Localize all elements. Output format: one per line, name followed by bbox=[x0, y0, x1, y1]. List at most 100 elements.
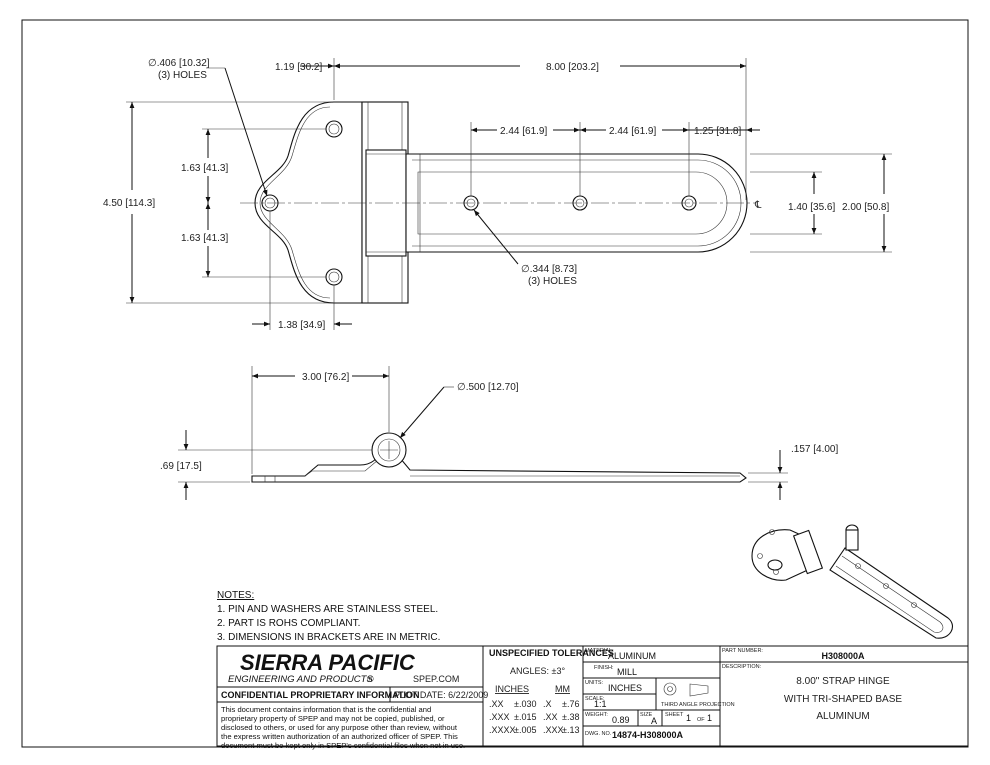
tol-row-2-mm-key: .XX bbox=[543, 712, 558, 722]
description-line-2: WITH TRI-SHAPED BASE bbox=[784, 694, 902, 705]
svg-text:2.44 [61.9]: 2.44 [61.9] bbox=[500, 126, 548, 137]
projection-label: THIRD ANGLE PROJECTION bbox=[661, 702, 735, 708]
company-sub: ENGINEERING AND PRODUCTS bbox=[228, 674, 373, 685]
size-value: A bbox=[651, 716, 657, 726]
dim-2-00: 2.00 bbox=[842, 202, 862, 213]
svg-text:∅.344 [8.73]: ∅.344 [8.73] bbox=[521, 264, 577, 275]
sheet-label: SHEET bbox=[665, 712, 684, 718]
dim-2-44-a: 2.44 bbox=[500, 126, 520, 137]
dim-4-50: 4.50 bbox=[103, 198, 123, 209]
conf-line-2: proprietary property of SPEP and may not… bbox=[221, 714, 445, 723]
scale-label: SCALE: bbox=[585, 696, 605, 702]
dim-3-00-mm: 76.2 bbox=[327, 372, 347, 383]
confidential-title: CONFIDENTIAL PROPRIETARY INFORMATION bbox=[221, 690, 420, 700]
tol-row-3-in-val: ±.005 bbox=[514, 725, 536, 735]
hole-small-dia: ∅.344 bbox=[521, 264, 550, 275]
finish-value: MILL bbox=[617, 667, 637, 677]
dim-2-44-b: 2.44 bbox=[609, 126, 629, 137]
conf-line-5: document must be kept only in SPEP's con… bbox=[221, 741, 465, 750]
dim-8-00-mm: 203.2 bbox=[571, 62, 596, 73]
svg-text:1.19 [30.2]: 1.19 [30.2] bbox=[275, 62, 323, 73]
base-hole-bottom bbox=[325, 268, 343, 286]
tol-row-2-mm-val: ±.38 bbox=[562, 712, 579, 722]
conf-line-3: disclosed to others, or used for any pur… bbox=[221, 723, 458, 732]
description-line-3: ALUMINUM bbox=[816, 711, 869, 722]
of-label: OF bbox=[697, 717, 705, 723]
pin-dia: ∅.500 bbox=[457, 382, 486, 393]
svg-text:∅.500 [12.70]: ∅.500 [12.70] bbox=[457, 382, 519, 393]
svg-text:4.50 [114.3]: 4.50 [114.3] bbox=[103, 198, 155, 209]
material-label: MATERIAL: bbox=[585, 648, 614, 654]
part-number-label: PART NUMBER: bbox=[722, 648, 763, 654]
svg-text:2.44 [61.9]: 2.44 [61.9] bbox=[609, 126, 657, 137]
weight-label: WEIGHT: bbox=[585, 712, 608, 718]
size-label: SIZE bbox=[640, 712, 653, 718]
isometric-view bbox=[751, 524, 953, 639]
third-angle-projection-icon bbox=[663, 682, 709, 697]
company-name: SIERRA PACIFIC bbox=[240, 650, 416, 675]
hole-small-qty: (3) HOLES bbox=[528, 276, 577, 287]
svg-text:1.40 [35.6]: 1.40 [35.6] bbox=[788, 202, 836, 213]
part-number: H308000A bbox=[821, 651, 865, 661]
tol-row-2-in-val: ±.015 bbox=[514, 712, 536, 722]
dim-69: .69 bbox=[160, 461, 174, 472]
dim-1-63-a: 1.63 bbox=[181, 163, 201, 174]
dim-8-00: 8.00 bbox=[546, 62, 566, 73]
tol-row-1-in-key: .XX bbox=[489, 699, 504, 709]
svg-text:1.38 [34.9]: 1.38 [34.9] bbox=[278, 320, 326, 331]
units-value: INCHES bbox=[608, 683, 642, 693]
svg-text:1.63 [41.3]: 1.63 [41.3] bbox=[181, 233, 229, 244]
conf-line-4: the express written authorization of an … bbox=[221, 732, 458, 741]
website: SPEP.COM bbox=[413, 674, 459, 684]
material-value: ALUMINUM bbox=[608, 651, 656, 661]
dim-1-25: 1.25 bbox=[694, 126, 714, 137]
notes-heading: NOTES: bbox=[217, 590, 254, 601]
dim-4-50-mm: 114.3 bbox=[128, 198, 153, 209]
dim-69-mm: 17.5 bbox=[179, 461, 199, 472]
description-label: DESCRIPTION: bbox=[722, 664, 762, 670]
angles-tolerance: ANGLES: ±3° bbox=[510, 666, 565, 676]
svg-text:1.25 [31.8]: 1.25 [31.8] bbox=[694, 126, 742, 137]
dwg-number: 14874-H308000A bbox=[612, 730, 684, 740]
dim-1-19: 1.19 bbox=[275, 62, 295, 73]
svg-text:∅.406 [10.32]: ∅.406 [10.32] bbox=[148, 58, 210, 69]
dwg-label: DWG. NO. bbox=[585, 731, 612, 737]
hole-small-mm: 8.73 bbox=[555, 264, 575, 275]
dim-1-40: 1.40 bbox=[788, 202, 808, 213]
hole-large-qty: (3) HOLES bbox=[158, 70, 207, 81]
tol-row-2-in-key: .XXX bbox=[489, 712, 510, 722]
dim-1-63-b: 1.63 bbox=[181, 233, 201, 244]
notes: NOTES: 1. PIN AND WASHERS ARE STAINLESS … bbox=[217, 590, 440, 643]
tol-row-3-mm-val: ±.13 bbox=[562, 725, 579, 735]
dim-3-00: 3.00 bbox=[302, 372, 322, 383]
tol-row-1-mm-val: ±.76 bbox=[562, 699, 579, 709]
svg-text:2.00 [50.8]: 2.00 [50.8] bbox=[842, 202, 890, 213]
registered-mark: ® bbox=[367, 674, 374, 684]
conf-line-1: This document contains information that … bbox=[221, 705, 431, 714]
units-label: UNITS: bbox=[585, 680, 604, 686]
svg-text:.157 [4.00]: .157 [4.00] bbox=[791, 444, 839, 455]
tol-row-1-in-val: ±.030 bbox=[514, 699, 536, 709]
plot-date: PLOT DATE: 6/22/2009 bbox=[394, 690, 488, 700]
tol-row-1-mm-key: .X bbox=[543, 699, 552, 709]
dim-2-44-a-mm: 61.9 bbox=[525, 126, 545, 137]
base-leaf bbox=[254, 101, 363, 304]
dim-1-38-mm: 34.9 bbox=[303, 320, 323, 331]
dim-157: .157 bbox=[791, 444, 811, 455]
sheet-border bbox=[21, 19, 969, 748]
dim-1-38: 1.38 bbox=[278, 320, 298, 331]
svg-text:3.00 [76.2]: 3.00 [76.2] bbox=[302, 372, 350, 383]
dim-1-40-mm: 35.6 bbox=[813, 202, 833, 213]
title-block: SIERRA PACIFIC ENGINEERING AND PRODUCTS … bbox=[216, 645, 969, 750]
sheet-total: 1 bbox=[707, 713, 712, 723]
svg-text:1.63 [41.3]: 1.63 [41.3] bbox=[181, 163, 229, 174]
dim-2-44-b-mm: 61.9 bbox=[634, 126, 654, 137]
side-view-dimensions: 3.00 [76.2] ∅.500 [12.70] .69 [17.5] .15… bbox=[160, 366, 839, 500]
dim-157-mm: 4.00 bbox=[816, 444, 836, 455]
side-view bbox=[251, 432, 747, 483]
tol-row-3-mm-key: .XXX bbox=[543, 725, 564, 735]
description-line-1: 8.00" STRAP HINGE bbox=[796, 676, 890, 687]
dim-2-00-mm: 50.8 bbox=[867, 202, 887, 213]
hole-large-mm: 10.32 bbox=[182, 58, 207, 69]
